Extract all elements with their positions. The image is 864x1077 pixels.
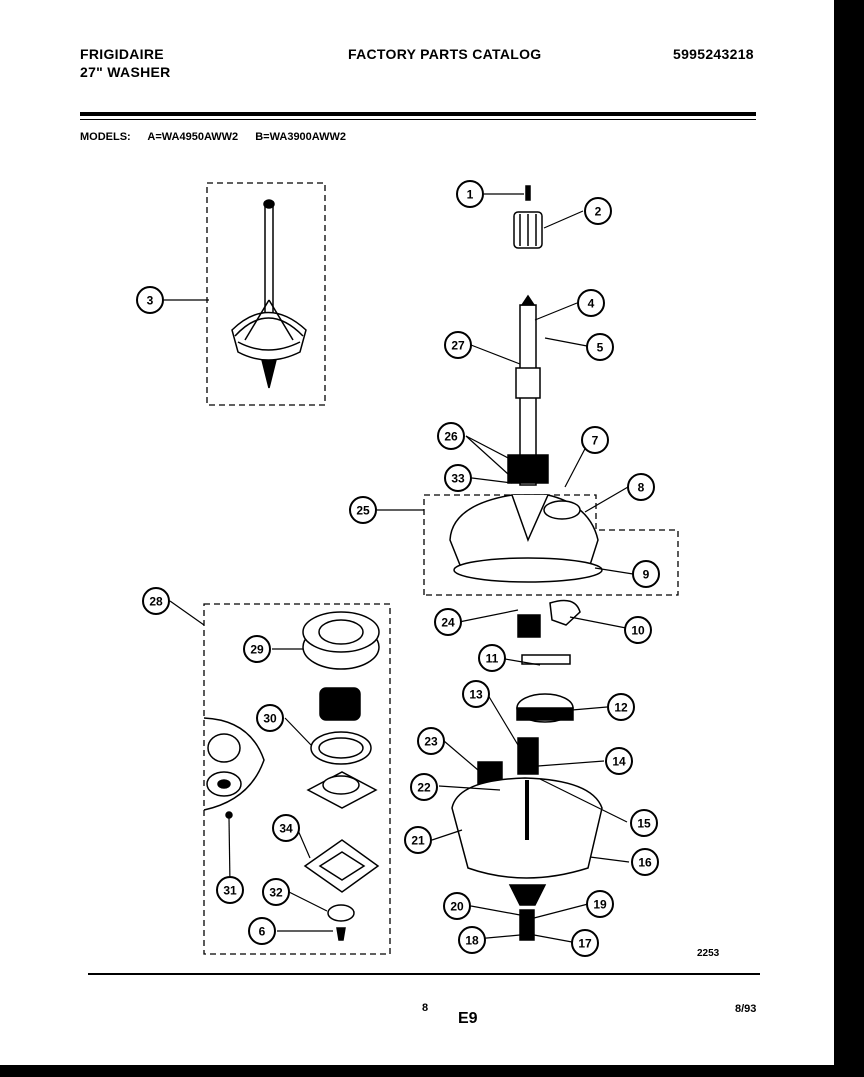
- callout-number: 34: [279, 822, 293, 836]
- gearcase-cover-box: [423, 494, 679, 596]
- callout-32: 32: [262, 878, 290, 906]
- callout-number: 21: [411, 834, 425, 848]
- callout-number: 10: [631, 624, 645, 638]
- callout-number: 7: [592, 434, 599, 448]
- callout-15: 15: [630, 809, 658, 837]
- callout-number: 18: [465, 934, 479, 948]
- callout-number: 22: [417, 781, 431, 795]
- illustration-number: 2253: [697, 948, 720, 959]
- model-a: A=WA4950AWW2: [147, 131, 239, 143]
- callout-11: 11: [478, 644, 506, 672]
- revision-date: 8/93: [735, 1003, 757, 1015]
- callout-number: 5: [597, 341, 604, 355]
- callout-5: 5: [586, 333, 614, 361]
- callout-number: 12: [614, 701, 628, 715]
- callout-number: 28: [149, 595, 163, 609]
- seal-kit-box: [203, 603, 391, 955]
- callout-number: 33: [451, 472, 465, 486]
- callout-3: 3: [136, 286, 164, 314]
- callout-4: 4: [577, 289, 605, 317]
- callout-number: 3: [147, 294, 154, 308]
- callout-30: 30: [256, 704, 284, 732]
- callout-number: 13: [469, 688, 483, 702]
- callout-number: 17: [578, 937, 592, 951]
- callout-number: 24: [441, 616, 455, 630]
- callout-number: 6: [259, 925, 266, 939]
- callout-number: 2: [595, 205, 602, 219]
- callout-10: 10: [624, 616, 652, 644]
- callout-16: 16: [631, 848, 659, 876]
- callout-22: 22: [410, 773, 438, 801]
- callout-31: 31: [216, 876, 244, 904]
- page-number: 8: [422, 1002, 429, 1014]
- callout-number: 15: [637, 817, 651, 831]
- callout-33: 33: [444, 464, 472, 492]
- model-b: B=WA3900AWW2: [255, 131, 347, 143]
- callout-18: 18: [458, 926, 486, 954]
- header-rule-thick: [80, 112, 756, 116]
- callout-number: 27: [451, 339, 465, 353]
- callout-number: 29: [250, 643, 264, 657]
- callout-19: 19: [586, 890, 614, 918]
- callout-number: 11: [486, 652, 499, 666]
- callout-21: 21: [404, 826, 432, 854]
- callout-number: 9: [643, 568, 650, 582]
- callout-25: 25: [349, 496, 377, 524]
- callout-number: 30: [263, 712, 277, 726]
- callout-8: 8: [627, 473, 655, 501]
- callout-17: 17: [571, 929, 599, 957]
- page-title: FACTORY PARTS CATALOG: [348, 46, 542, 62]
- callout-24: 24: [434, 608, 462, 636]
- callout-27: 27: [444, 331, 472, 359]
- callout-29: 29: [243, 635, 271, 663]
- callout-number: 23: [424, 735, 438, 749]
- callout-7: 7: [581, 426, 609, 454]
- part-seal-kit: [203, 611, 380, 941]
- leader-lines: [164, 193, 634, 943]
- callout-number: 26: [444, 430, 458, 444]
- models-label: MODELS:: [80, 131, 131, 143]
- callout-number: 32: [269, 886, 283, 900]
- callout-26: 26: [437, 422, 465, 450]
- callout-number: 19: [593, 898, 607, 912]
- callout-9: 9: [632, 560, 660, 588]
- callout-number: 16: [638, 856, 652, 870]
- callout-number: 14: [612, 755, 626, 769]
- callout-28: 28: [142, 587, 170, 615]
- page-code: E9: [458, 1010, 478, 1027]
- callout-number: 4: [588, 297, 595, 311]
- header-rule-thin: [80, 119, 756, 120]
- brand-label: FRIGIDAIRE: [80, 46, 164, 62]
- callout-14: 14: [605, 747, 633, 775]
- callout-number: 8: [638, 481, 645, 495]
- callout-20: 20: [443, 892, 471, 920]
- callout-1: 1: [456, 180, 484, 208]
- product-label: 27" WASHER: [80, 64, 171, 80]
- catalog-page: FRIGIDAIRE 27" WASHER FACTORY PARTS CATA…: [0, 0, 834, 1065]
- part-stack: [449, 185, 603, 941]
- exploded-parts-diagram: 1234567891011121314151617181920212223242…: [136, 180, 679, 957]
- part-number: 5995243218: [673, 46, 754, 62]
- callout-13: 13: [462, 680, 490, 708]
- callout-number: 25: [356, 504, 370, 518]
- callout-number: 1: [467, 188, 474, 202]
- callout-6: 6: [248, 917, 276, 945]
- callout-12: 12: [607, 693, 635, 721]
- part-agitator-shaft: [231, 199, 307, 389]
- callout-23: 23: [417, 727, 445, 755]
- callout-number: 20: [450, 900, 464, 914]
- callout-number: 31: [223, 884, 237, 898]
- footer-rule: [88, 973, 760, 975]
- callout-2: 2: [584, 197, 612, 225]
- callout-34: 34: [272, 814, 300, 842]
- models-row: MODELS: A=WA4950AWW2 B=WA3900AWW2: [80, 131, 360, 143]
